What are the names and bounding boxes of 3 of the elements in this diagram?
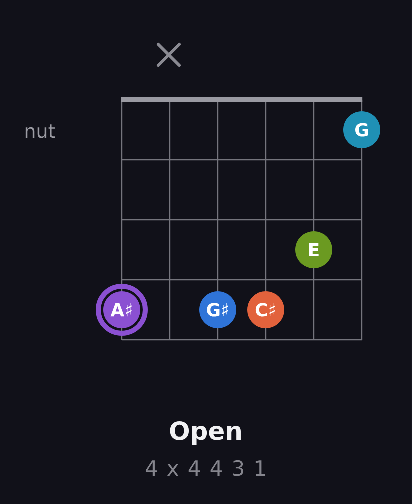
- fingering-numbers: 4 x 4 4 3 1: [146, 460, 266, 476]
- side-label: nut: [26, 124, 56, 138]
- chord-title: Open: [170, 421, 241, 446]
